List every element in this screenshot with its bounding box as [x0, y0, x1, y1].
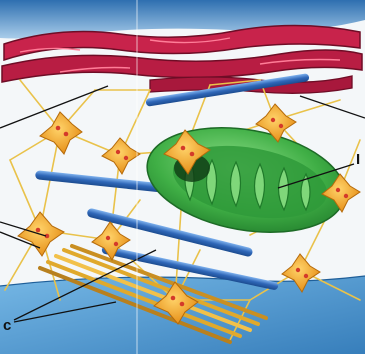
- cell-dot: [171, 296, 176, 301]
- cell-dot: [181, 146, 186, 151]
- cell-dot: [36, 228, 41, 233]
- cell-dot: [279, 124, 283, 128]
- cell-dot: [304, 274, 308, 278]
- cell-dot: [114, 242, 118, 246]
- cell-dot: [106, 236, 110, 240]
- label-bottom-left: c: [3, 318, 11, 333]
- cell-dot: [190, 152, 195, 157]
- cell-dot: [116, 150, 120, 154]
- cell-dot: [124, 156, 128, 160]
- cell-dot: [271, 118, 275, 122]
- cell-dot: [180, 302, 185, 307]
- cell-dot: [336, 188, 340, 192]
- cell-dot: [296, 268, 300, 272]
- cell-dot: [56, 126, 61, 131]
- cell-dot: [64, 132, 69, 137]
- label-right-mid: I: [356, 152, 360, 167]
- cell-dot: [344, 194, 348, 198]
